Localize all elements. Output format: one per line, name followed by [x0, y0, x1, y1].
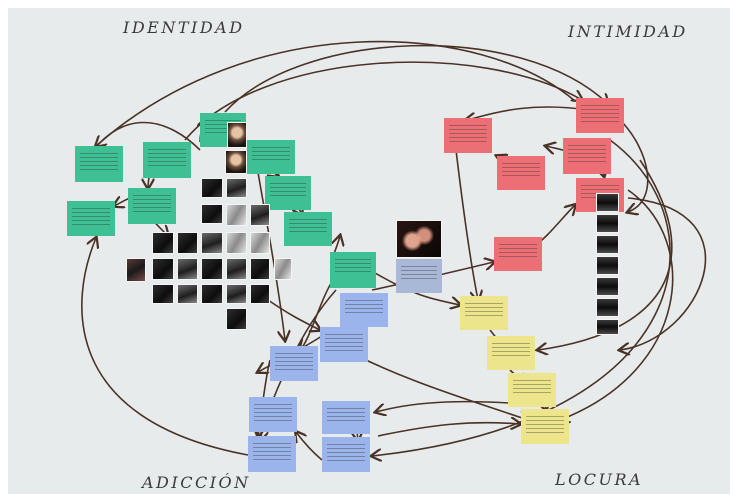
arrow	[224, 44, 608, 113]
bw-photo	[152, 284, 174, 304]
bw-photo	[201, 178, 223, 198]
bw-photo	[177, 284, 198, 304]
arrow	[184, 61, 582, 141]
film-still-photo	[596, 319, 619, 335]
bw-photo	[226, 258, 247, 280]
caption-card	[396, 259, 442, 293]
bw-photo	[226, 308, 247, 330]
red-card	[497, 156, 545, 190]
green-card	[143, 142, 191, 178]
green-card	[284, 212, 332, 246]
blue-card	[322, 401, 370, 434]
bw-photo	[201, 204, 223, 224]
green-card	[247, 140, 295, 174]
blue-card	[322, 437, 370, 472]
film-still-photo	[596, 298, 619, 317]
arrow	[538, 159, 673, 350]
red-card	[494, 237, 542, 271]
bw-photo	[201, 232, 223, 254]
arrow	[620, 197, 707, 350]
arrow	[376, 400, 525, 412]
yellow-card	[487, 336, 535, 370]
film-still-photo	[596, 214, 619, 233]
bw-photo	[250, 284, 270, 304]
portrait-photo	[227, 122, 247, 148]
bw-photo	[152, 258, 174, 280]
arrow	[369, 269, 460, 305]
red-card	[444, 118, 492, 153]
arrow	[372, 139, 671, 456]
yellow-card	[521, 409, 569, 444]
red-card	[576, 98, 624, 133]
green-card	[128, 188, 176, 224]
film-still-photo	[596, 193, 619, 212]
color-photo	[126, 258, 146, 282]
bw-photo	[177, 232, 198, 254]
couple-photo	[396, 220, 442, 258]
blue-card	[270, 346, 318, 381]
arrow	[455, 149, 478, 300]
green-card	[330, 252, 376, 288]
bw-photo	[152, 232, 174, 254]
arrow	[96, 40, 576, 146]
bw-photo	[201, 258, 223, 280]
label-adiccion: ADICCIÓN	[142, 473, 251, 492]
blue-card	[248, 436, 296, 472]
label-identidad: IDENTIDAD	[123, 18, 245, 37]
bw-photo	[201, 284, 223, 304]
bw-photo	[226, 284, 247, 304]
arrow	[81, 238, 249, 456]
bw-photo	[226, 232, 247, 254]
arrow	[296, 432, 323, 461]
blue-card	[320, 327, 368, 362]
bw-photo	[250, 204, 270, 226]
bw-photo	[177, 258, 198, 280]
arrow	[267, 299, 320, 330]
red-card	[563, 138, 611, 174]
bw-photo	[250, 258, 270, 280]
label-intimidad: INTIMIDAD	[568, 22, 688, 41]
portrait-photo	[225, 150, 247, 174]
green-card	[75, 146, 123, 182]
yellow-card	[460, 296, 508, 330]
arrow	[560, 189, 674, 420]
label-locura: LOCURA	[555, 470, 644, 489]
bw-photo	[226, 204, 247, 226]
bw-photo	[250, 232, 270, 254]
green-card	[265, 176, 311, 210]
film-still-photo	[596, 256, 619, 275]
arrow	[377, 423, 520, 437]
blue-card	[340, 293, 388, 327]
green-card	[67, 201, 115, 236]
bw-photo	[226, 178, 247, 198]
film-still-photo	[596, 235, 619, 254]
film-still-photo	[596, 277, 619, 296]
blue-card	[249, 397, 297, 432]
yellow-card	[508, 373, 556, 407]
bw-photo	[274, 258, 292, 280]
